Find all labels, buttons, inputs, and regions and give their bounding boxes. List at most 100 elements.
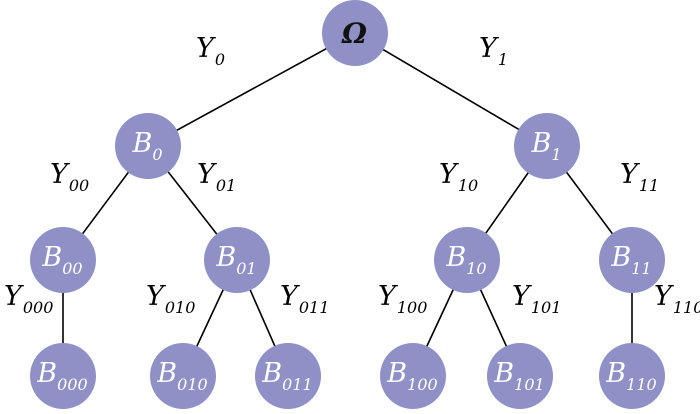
node-label-subscript: 010: [177, 375, 208, 394]
node-b0: B0: [115, 113, 181, 179]
node-label-subscript: 110: [626, 375, 657, 394]
edge-label-omega-b0: Y0: [196, 33, 225, 69]
node-b11: B11: [599, 227, 665, 293]
node-b01: B01: [204, 227, 270, 293]
edge-label-base: Y: [146, 281, 166, 312]
node-label-b100: B100: [386, 358, 437, 394]
node-label-subscript: 101: [514, 375, 545, 394]
node-label-b00: B00: [41, 242, 82, 278]
node-label-subscript: 0: [152, 145, 162, 164]
edge-label-subscript: 1: [498, 50, 508, 69]
node-label-base: B: [386, 358, 407, 389]
node-circle-omega: [322, 0, 388, 66]
edge-omega-b0: [147, 32, 356, 147]
edge-label-b1-b11: Y11: [620, 159, 659, 195]
node-circle-b101: [487, 343, 553, 409]
node-label-base: B: [531, 128, 552, 159]
edge-label-b01-b011: Y011: [280, 281, 329, 317]
node-circle-b011: [255, 343, 321, 409]
edge-label-subscript: 000: [23, 298, 54, 317]
edge-label-b0-b01: Y01: [197, 159, 236, 195]
node-label-base: B: [215, 242, 236, 273]
edge-label-b10-b101: Y101: [512, 281, 561, 317]
node-label-base: B: [36, 358, 57, 389]
edge-label-b01-b010: Y010: [146, 281, 195, 317]
edge-label-subscript: 00: [69, 176, 89, 195]
node-label-omega: Ω: [341, 17, 367, 50]
node-label-b110: B110: [605, 358, 656, 394]
node-label-b000: B000: [36, 358, 87, 394]
node-omega: Ω: [322, 0, 388, 66]
node-label-b0: B0: [132, 128, 163, 164]
edge-label-base: Y: [280, 281, 300, 312]
node-label-subscript: 100: [407, 375, 438, 394]
edge-label-b1-b10: Y10: [439, 159, 478, 195]
node-label-subscript: 1: [551, 145, 561, 164]
node-label-subscript: 10: [466, 259, 486, 278]
node-circle-b010: [150, 343, 216, 409]
edge-label-subscript: 010: [165, 298, 196, 317]
node-label-subscript: 011: [282, 375, 313, 394]
edge-label-base: Y: [50, 159, 70, 190]
edge-omega-b1: [354, 32, 548, 147]
edge-label-base: Y: [654, 281, 674, 312]
node-label-subscript: 000: [57, 375, 88, 394]
node-circle-b0: [115, 113, 181, 179]
edge-label-b0-b00: Y00: [50, 159, 89, 195]
edge-label-base: Y: [439, 159, 459, 190]
edges-layer: [62, 32, 633, 377]
edge-label-subscript: 110: [673, 298, 700, 317]
node-b1: B1: [514, 113, 580, 179]
edge-label-subscript: 011: [299, 298, 330, 317]
edge-label-base: Y: [620, 159, 640, 190]
node-b000: B000: [30, 343, 96, 409]
node-label-b010: B010: [156, 358, 207, 394]
edge-label-subscript: 01: [216, 176, 236, 195]
node-circle-b01: [204, 227, 270, 293]
edge-label-b11-b110: Y110: [654, 281, 700, 317]
node-circle-b1: [514, 113, 580, 179]
edge-label-subscript: 101: [531, 298, 562, 317]
edge-label-subscript: 11: [639, 176, 659, 195]
edge-label-base: Y: [378, 281, 398, 312]
node-label-base: B: [493, 358, 514, 389]
node-b010: B010: [150, 343, 216, 409]
edge-labels-layer: Y0Y1Y00Y01Y10Y11Y000Y010Y011Y100Y101Y110: [4, 33, 700, 317]
edge-label-base: Y: [479, 33, 499, 64]
node-circle-b100: [380, 343, 446, 409]
node-circle-b00: [30, 227, 96, 293]
node-label-base: B: [445, 242, 466, 273]
node-circle-b110: [599, 343, 665, 409]
node-label-b01: B01: [215, 242, 256, 278]
edge-label-subscript: 10: [458, 176, 478, 195]
edge-label-b00-b000: Y000: [4, 281, 53, 317]
node-b110: B110: [599, 343, 665, 409]
node-label-b10: B10: [445, 242, 486, 278]
node-label-base: B: [610, 242, 631, 273]
node-label-subscript: 11: [631, 259, 651, 278]
node-b10: B10: [434, 227, 500, 293]
node-b011: B011: [255, 343, 321, 409]
node-label-subscript: 01: [236, 259, 256, 278]
edge-label-base: Y: [196, 33, 216, 64]
edge-label-base: Y: [197, 159, 217, 190]
edge-label-omega-b1: Y1: [479, 33, 508, 69]
node-label-b101: B101: [493, 358, 544, 394]
node-b101: B101: [487, 343, 553, 409]
edge-label-base: Y: [512, 281, 532, 312]
node-b00: B00: [30, 227, 96, 293]
node-label-b011: B011: [261, 358, 312, 394]
node-b100: B100: [380, 343, 446, 409]
edge-label-b10-b100: Y100: [378, 281, 427, 317]
node-label-base: B: [261, 358, 282, 389]
edge-label-base: Y: [4, 281, 24, 312]
edge-label-subscript: 100: [397, 298, 428, 317]
node-label-base: B: [605, 358, 626, 389]
node-circle-b11: [599, 227, 665, 293]
node-label-base: B: [132, 128, 153, 159]
node-label-b11: B11: [610, 242, 651, 278]
node-label-base: B: [156, 358, 177, 389]
node-label-base: B: [41, 242, 62, 273]
